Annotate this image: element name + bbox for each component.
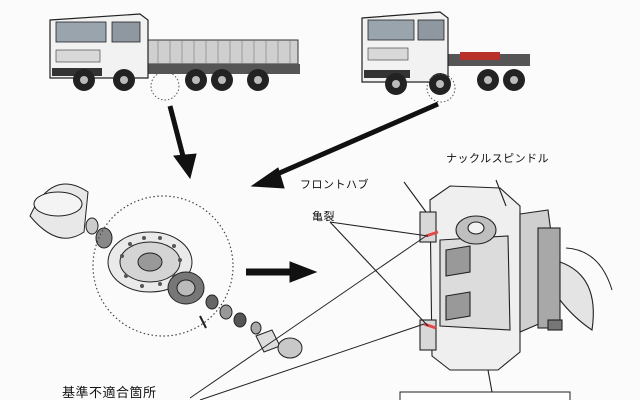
tractor-truck-illustration <box>361 11 530 103</box>
label-nonconforming-location: 基準不適合箇所 <box>62 386 157 401</box>
flow-arrows <box>167 101 439 283</box>
label-front-hub: フロントハブ <box>300 178 369 191</box>
exploded-hub-assembly <box>29 183 303 359</box>
label-crack: 亀裂 <box>312 210 335 223</box>
rigid-truck-illustration <box>49 13 300 101</box>
label-knuckle-spindle: ナックルスピンドル <box>446 152 550 165</box>
hub-cross-section <box>329 179 613 400</box>
nonconforming-leaders <box>189 235 427 400</box>
